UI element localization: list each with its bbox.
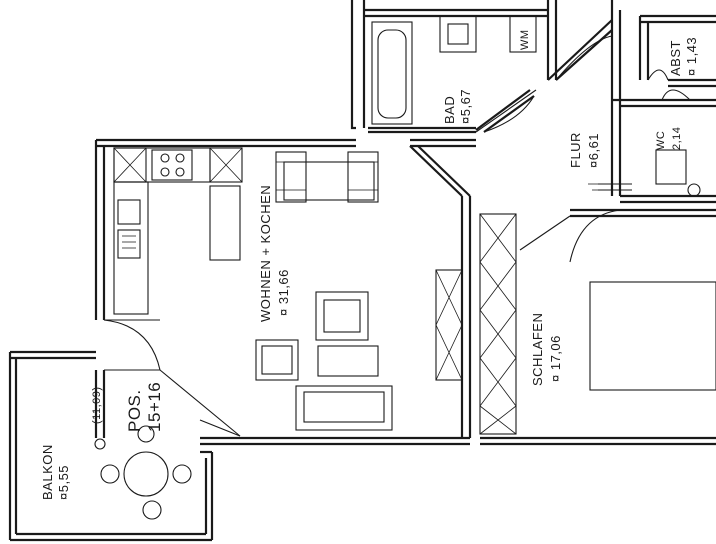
fixtures [94,15,716,520]
kitchen-column [113,181,149,315]
wc-label: WC [655,131,667,150]
sofa [295,385,393,431]
position-label: POS. [125,389,144,432]
doors [103,35,691,437]
washbasin [439,15,477,53]
wm-label: WM [519,29,531,50]
wardrobe [479,213,517,435]
flur-label: FLUR [568,132,583,168]
bad-label: BAD [442,96,457,124]
position-value: 15+16 [145,382,164,432]
balkon-note: (11,09) [91,386,103,424]
abst-label: ABST [668,40,683,76]
room-labels: BAD ¤5,67 WM ABST ¤ 1,43 FLUR ¤6,61 WC 2… [40,29,699,500]
stove [151,149,193,181]
walls [8,0,716,542]
bathtub [371,21,413,125]
balkon-area: ¤5,55 [56,465,71,500]
schlafen-area: ¤ 17,06 [548,335,563,382]
armchair-1 [315,291,369,341]
abst-area: ¤ 1,43 [684,37,699,76]
wohnen-area: ¤ 31,66 [276,269,291,316]
sideboard [435,269,463,381]
wc-area: 2,14 [671,127,683,150]
kitchen-counter [113,147,211,183]
balkon-label: BALKON [40,444,55,500]
schlafen-label: SCHLAFEN [530,313,545,386]
balcony-table [123,451,169,497]
bad-area: ¤5,67 [458,89,473,124]
wohnen-label: WOHNEN + KOCHEN [258,185,273,322]
bed [589,281,716,391]
washing-machine [509,15,537,53]
dining-table [283,161,375,201]
armchair-2 [255,339,299,381]
toilet [655,149,687,185]
coffee-table [317,345,379,377]
flur-area: ¤6,61 [586,133,601,168]
kitchen-island [209,185,241,261]
